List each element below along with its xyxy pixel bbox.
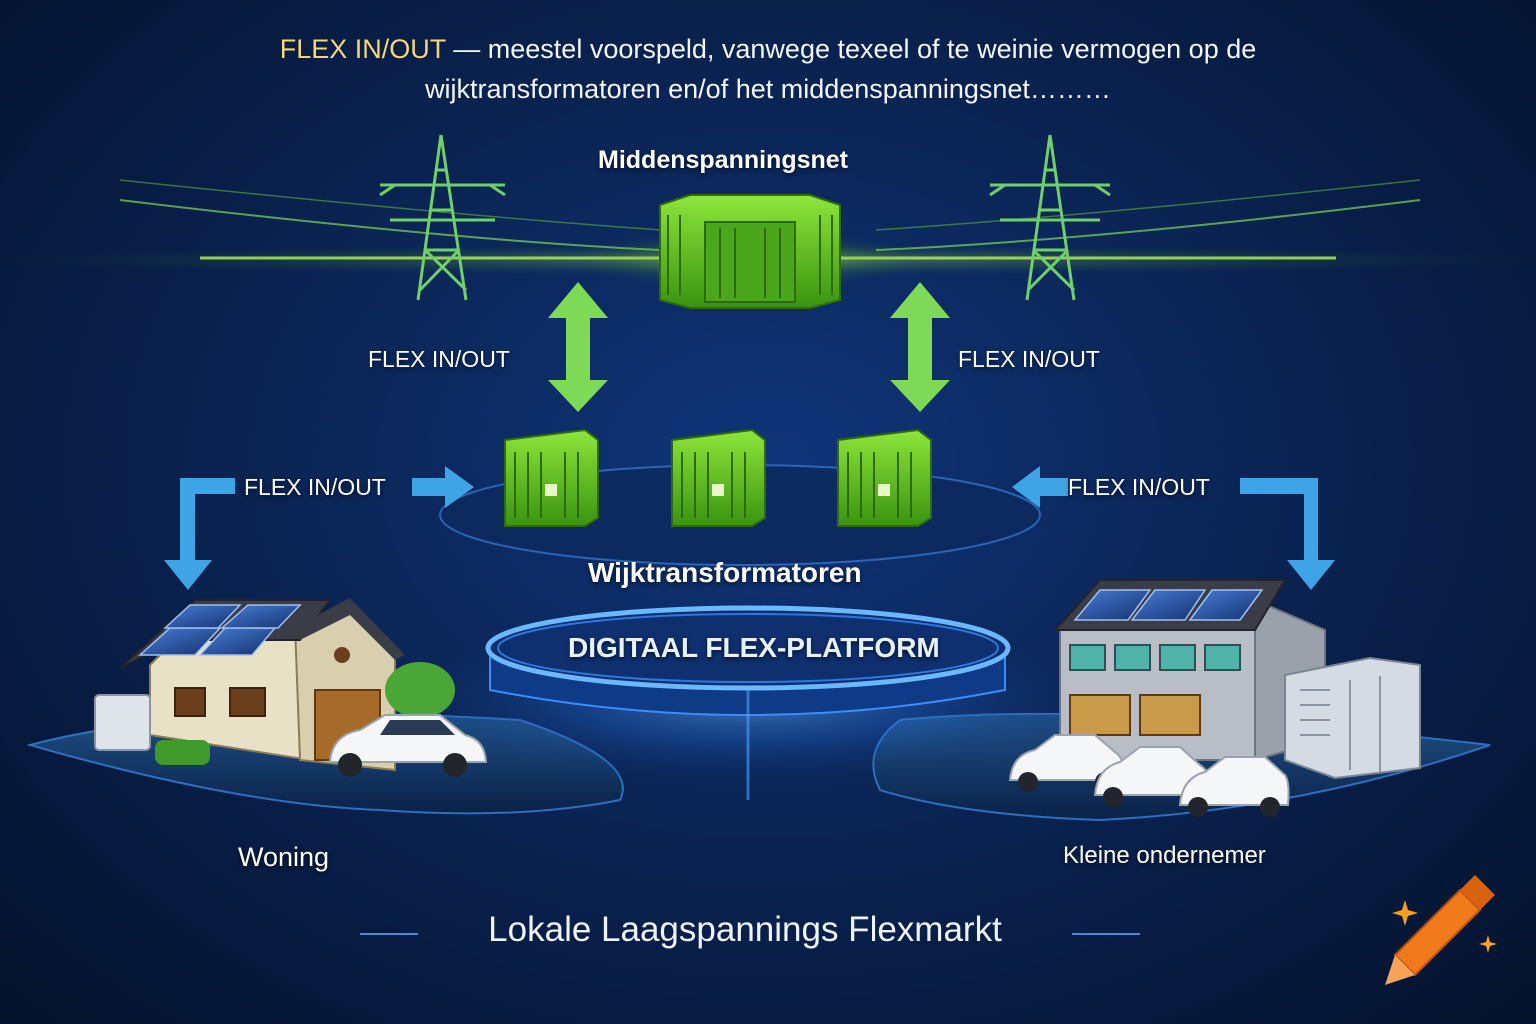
flow-label-left: FLEX IN/OUT [244,474,386,500]
transformer-icon-district-2 [671,428,766,527]
transformer-icon-main [578,194,918,309]
label-business: Kleine ondernemer [1063,842,1266,869]
pylon-icon-right [989,134,1111,301]
label-home: Woning [238,842,330,872]
solar-panel-icon-business [1073,589,1264,621]
transformer-icon-district-3 [837,428,932,527]
arrow-right-flow [1012,466,1335,590]
car-icon-home [328,714,488,777]
platform-ring [368,605,1128,800]
label-district-transformers: Wijktransformatoren [588,557,862,588]
flow-label-upper-left: FLEX IN/OUT [368,346,510,372]
header-line-2: wijktransformatoren en/of het middenspan… [425,74,1111,104]
flow-label-upper-right: FLEX IN/OUT [958,346,1100,372]
battery-cabinet-icon-home [94,694,151,751]
arrow-left-flow [164,466,474,590]
crayon-logo-icon [1385,875,1497,985]
label-medium-voltage: Middenspanningsnet [598,146,848,174]
label-platform: DIGITAAL FLEX-PLATFORM [568,632,940,663]
header-highlight: FLEX IN/OUT [279,34,446,64]
footer-title: Lokale Laagspannings Flexmarkt [488,910,1002,949]
header-line-1: FLEX IN/OUT — meestel voorspeld, vanwege… [0,34,1536,65]
flow-label-right: FLEX IN/OUT [1068,474,1210,500]
battery-cabinet-icon-business [1284,656,1421,780]
header-line-1-text: — meestel voorspeld, vanwege texeel of t… [445,34,1257,64]
solar-panel-icon [138,604,302,656]
arrow-updown-right [890,282,950,412]
transformer-icon-district-1 [504,428,599,527]
pylon-icon-left [379,134,506,301]
arrow-updown-left [548,282,608,412]
house-icon [94,598,455,772]
car-icon-business-3 [1178,756,1290,817]
